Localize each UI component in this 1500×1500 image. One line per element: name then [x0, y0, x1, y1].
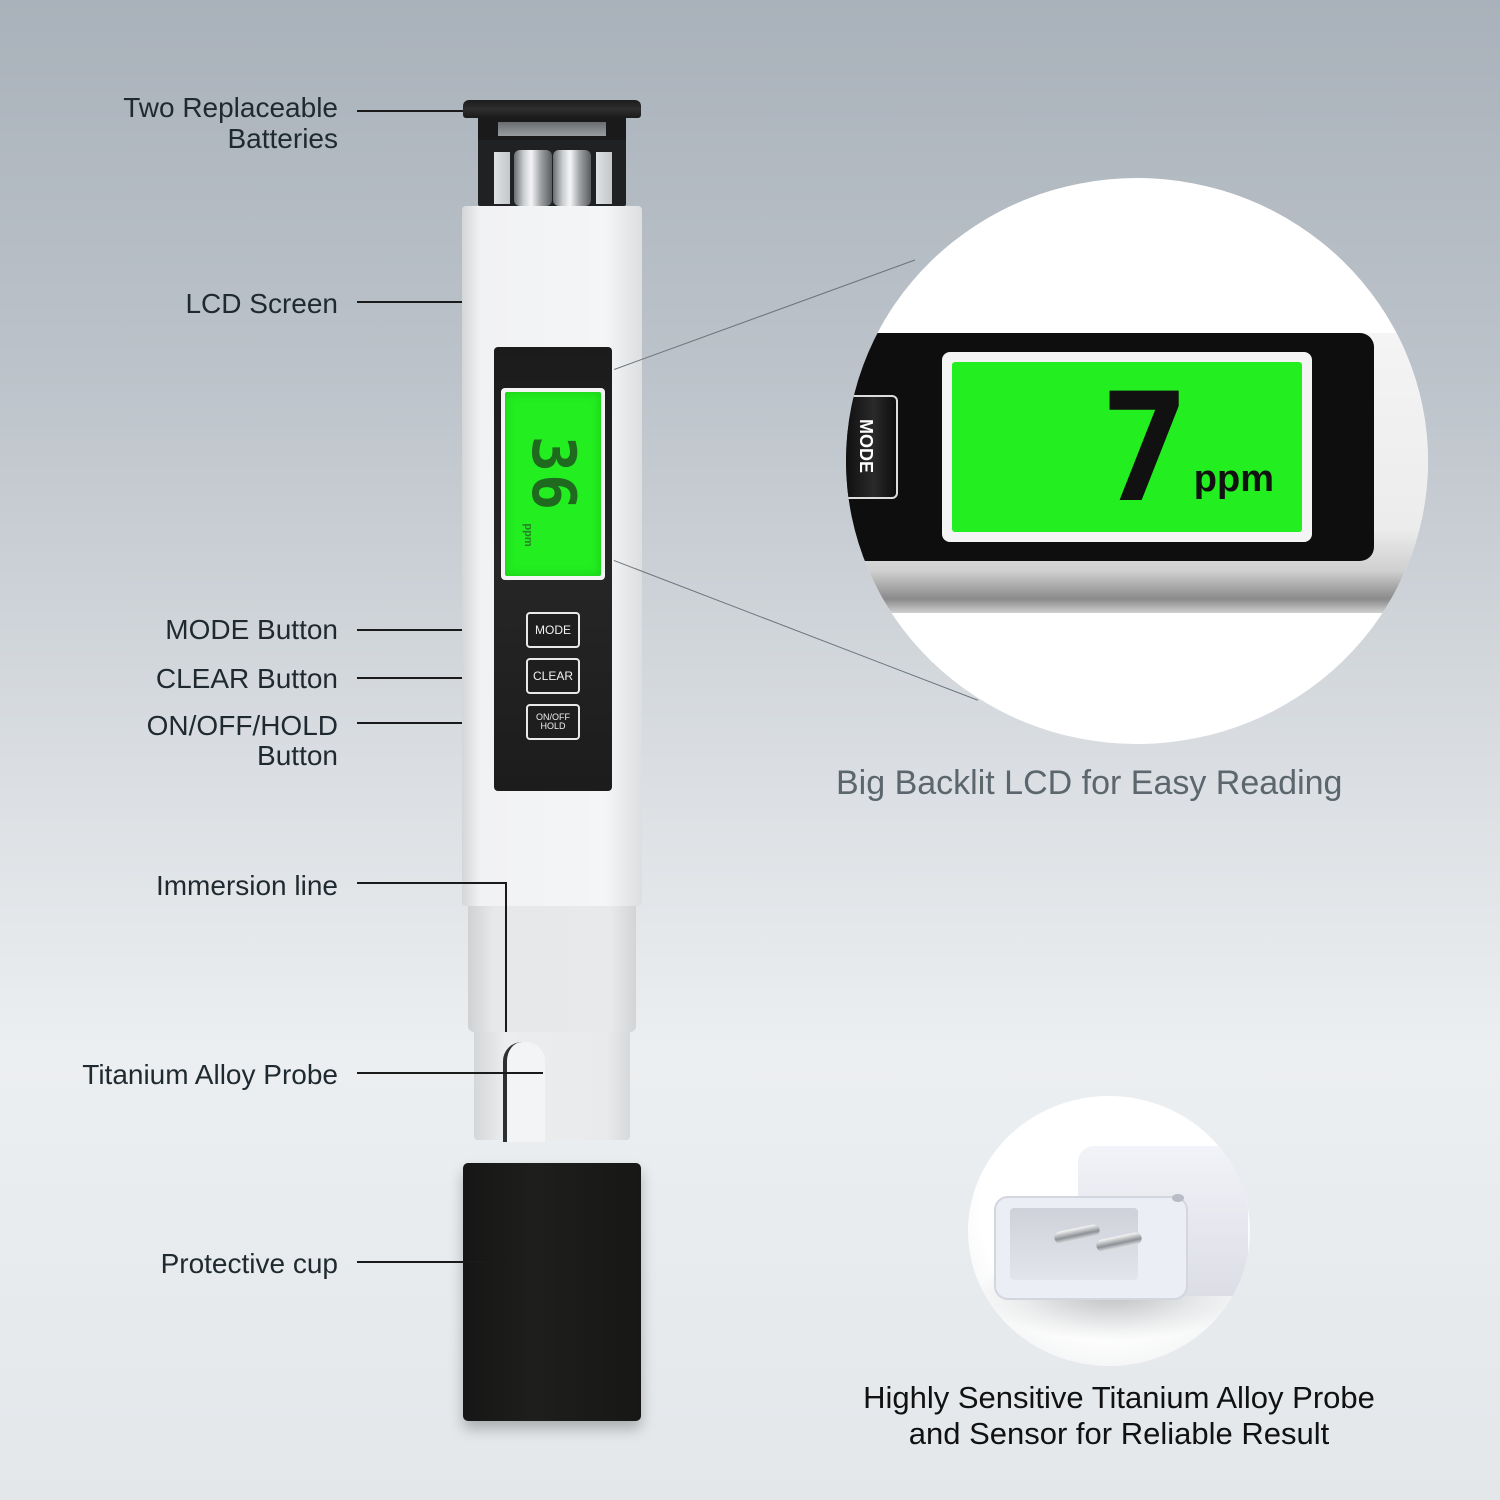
battery-side-left [494, 152, 510, 204]
lcd-zoom-circle: 7 ppm MODE [846, 178, 1428, 744]
lcd-zoom-reading: 7 [1099, 362, 1190, 536]
caption-lcd: Big Backlit LCD for Easy Reading [836, 764, 1343, 802]
onoff-hold-button-line2: HOLD [540, 721, 566, 731]
label-onoff-line2: Button [257, 740, 338, 771]
label-batteries: Two Replaceable Batteries [123, 92, 338, 154]
label-immersion-line: Immersion line [155, 870, 338, 901]
onoff-hold-button-line1: ON/OFF [536, 712, 570, 722]
battery-cap[interactable] [463, 100, 641, 118]
mode-button[interactable]: MODE [526, 612, 580, 648]
leader-lcd-h [357, 301, 505, 303]
leader-onoff [357, 722, 527, 724]
label-titanium-probe: Titanium Alloy Probe [82, 1059, 338, 1090]
probe-zoom-hole [1172, 1194, 1184, 1202]
protective-cup[interactable] [463, 1163, 641, 1421]
lcd-unit: ppm [522, 523, 534, 547]
label-batteries-line1: Two Replaceable [123, 92, 338, 123]
label-onoff-hold-button: ON/OFF/HOLD Button [147, 711, 338, 771]
lcd-zoom-unit: ppm [1193, 458, 1274, 500]
leader-mode [357, 629, 527, 631]
onoff-hold-button[interactable]: ON/OFF HOLD [526, 704, 580, 740]
leader-clear [357, 677, 527, 679]
caption-probe-line1: Highly Sensitive Titanium Alloy Probe [863, 1380, 1375, 1415]
lcd-screen: 36 ppm [505, 392, 601, 576]
battery-side-right [596, 152, 612, 204]
label-onoff-line1: ON/OFF/HOLD [146, 710, 338, 741]
label-lcd-screen: LCD Screen [185, 288, 338, 319]
battery-icon-2 [553, 150, 591, 206]
probe-sleeve [468, 906, 636, 1032]
probe-slot [503, 1042, 545, 1142]
caption-probe-line2: and Sensor for Reliable Result [908, 1416, 1330, 1451]
leader-batteries [357, 110, 463, 112]
probe-zoom-circle [968, 1096, 1250, 1366]
lcd-zoom-mode-label: MODE [856, 419, 877, 473]
leader-probe [357, 1072, 543, 1074]
leader-cup [357, 1261, 509, 1263]
lcd-zoom-screen: 7 ppm [952, 362, 1302, 532]
label-batteries-line2: Batteries [227, 123, 339, 154]
label-clear-button: CLEAR Button [155, 663, 338, 694]
lcd-zoom-mode-button[interactable]: MODE [846, 395, 898, 499]
label-mode-button: MODE Button [165, 614, 338, 645]
label-protective-cup: Protective cup [160, 1248, 338, 1279]
battery-cap-window-glass [498, 122, 606, 136]
clear-button[interactable]: CLEAR [526, 658, 580, 694]
leader-immersion-h [357, 882, 506, 884]
titanium-probe [474, 1032, 630, 1140]
battery-icon-1 [514, 150, 552, 206]
lcd-reading: 36 [518, 435, 588, 513]
leader-immersion-v [505, 882, 507, 1032]
caption-probe: Highly Sensitive Titanium Alloy Probe an… [834, 1380, 1404, 1452]
